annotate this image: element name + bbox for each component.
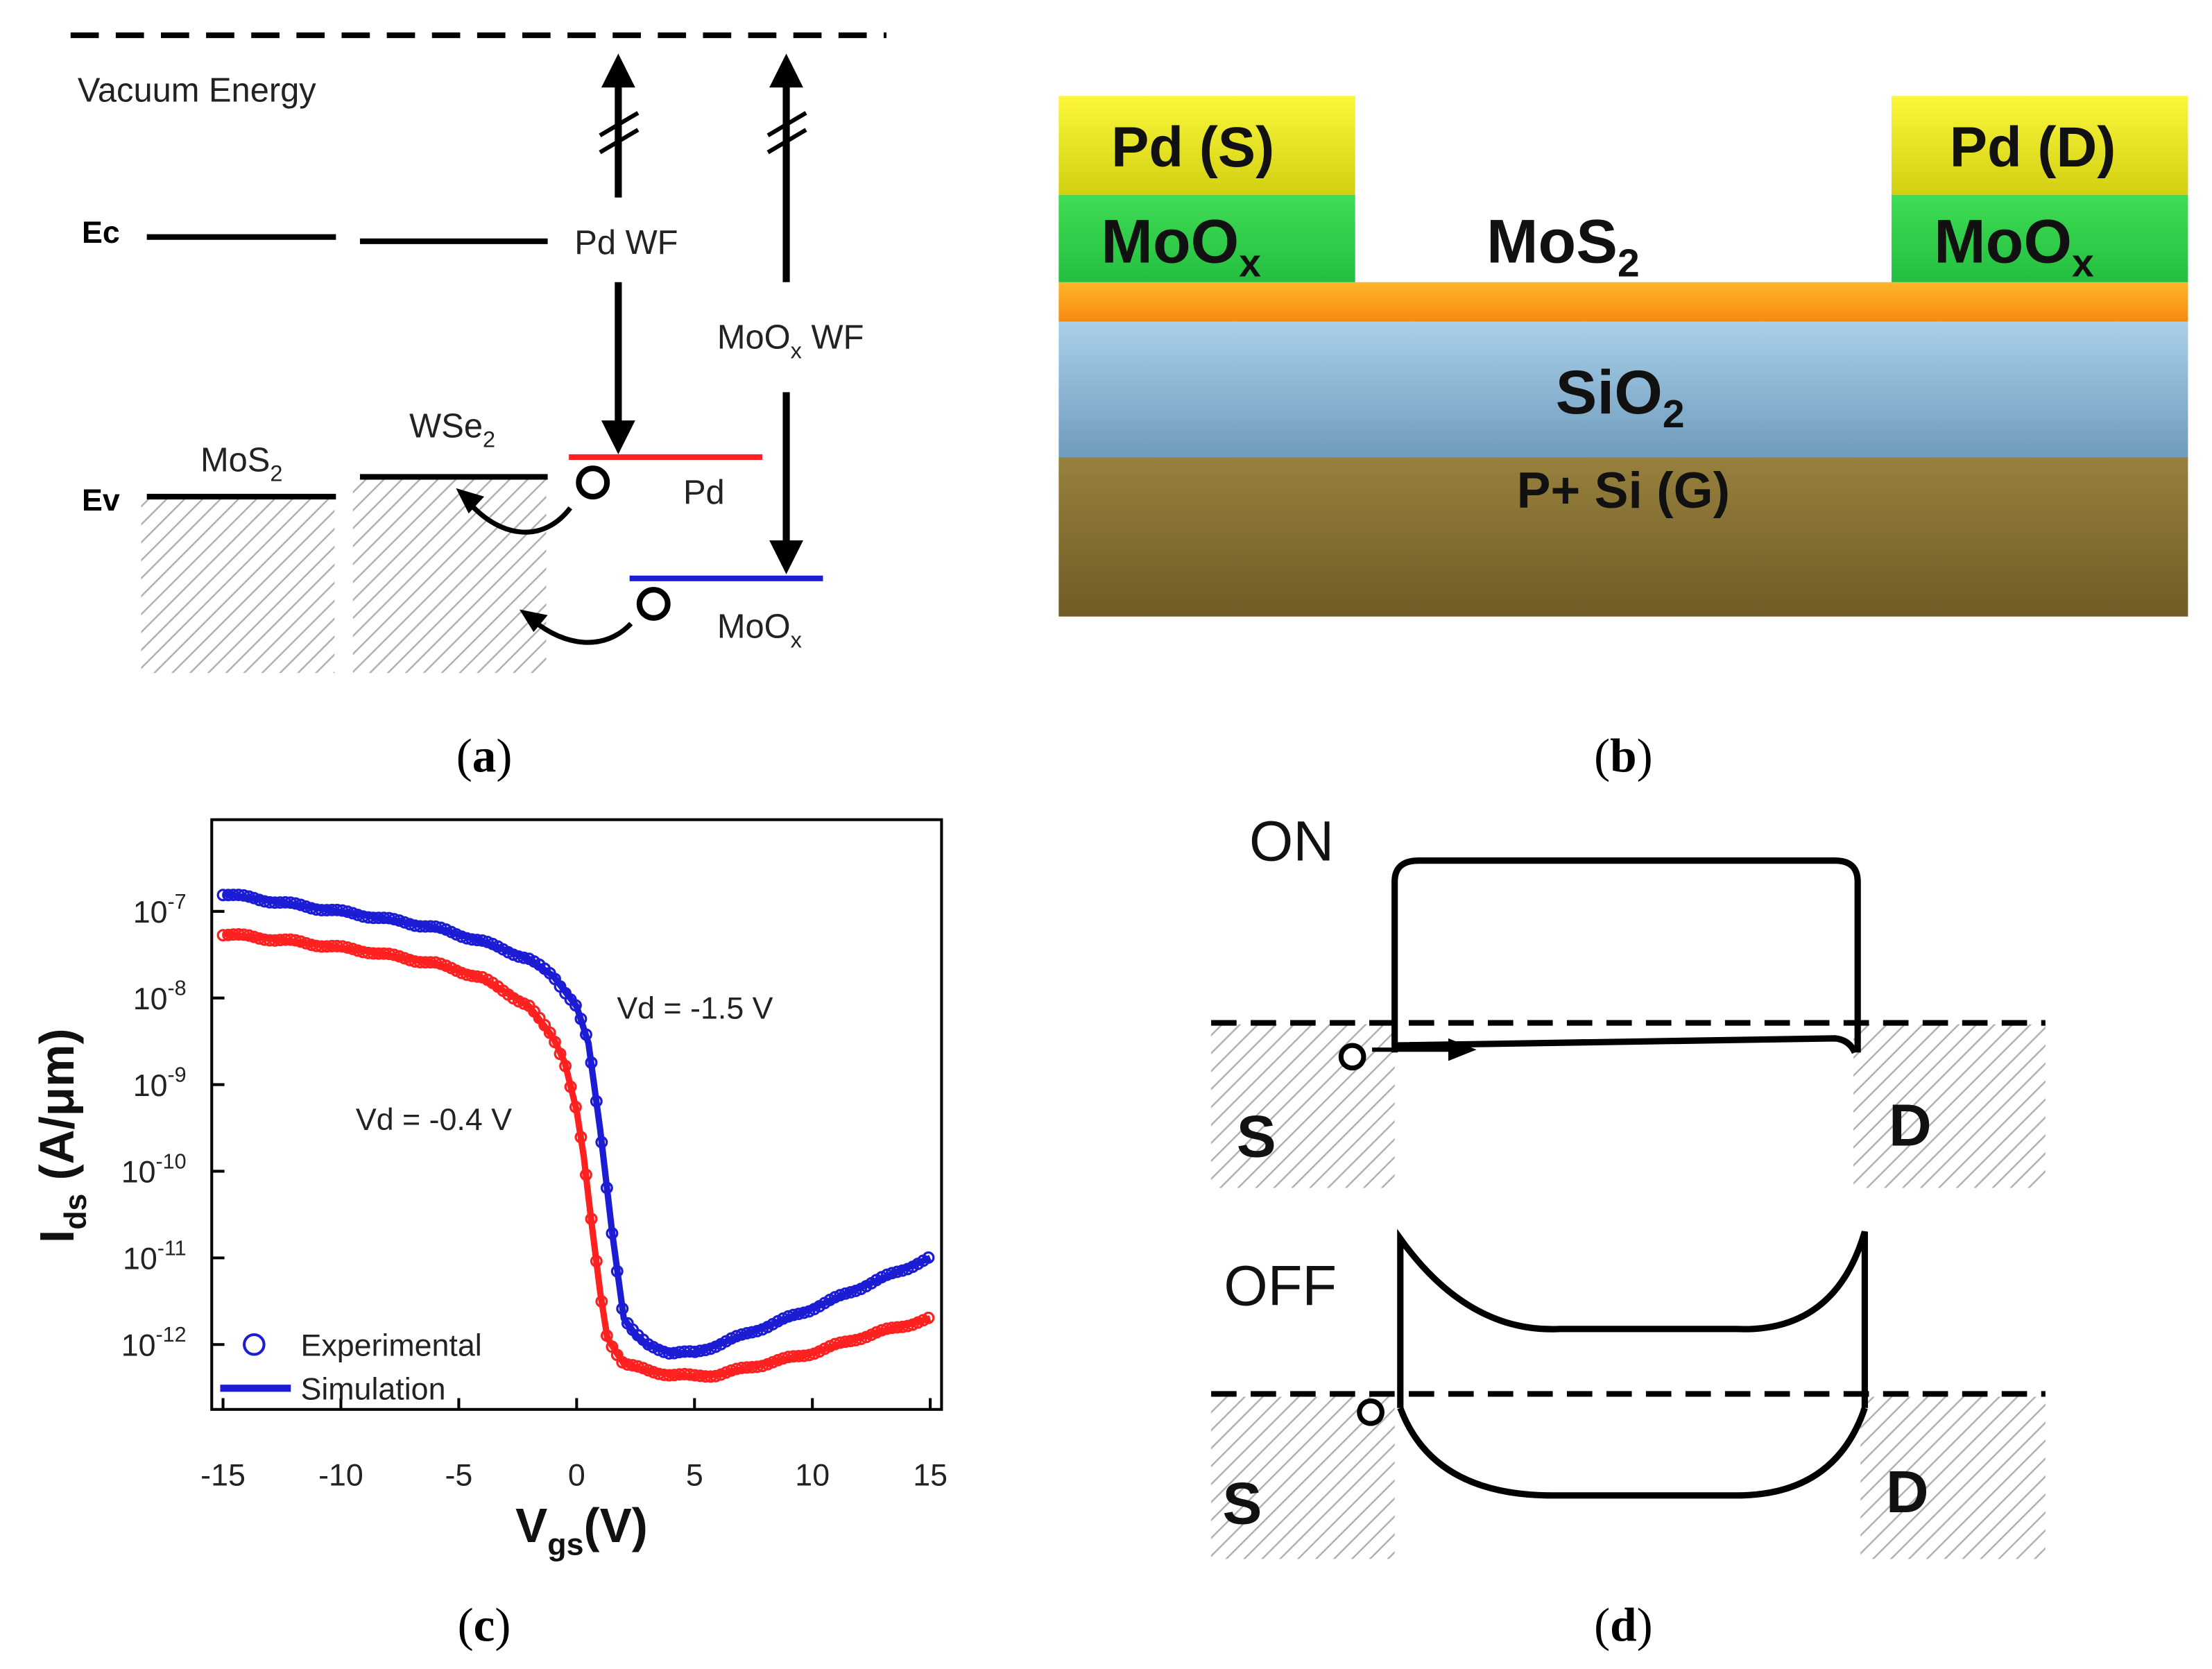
caption-b: (b) [1594, 729, 1653, 782]
y-tick-label: 10-9 [133, 1063, 187, 1103]
plot-series [216, 889, 935, 1383]
pd-source-label: Pd (S) [1111, 116, 1274, 179]
x-tick-label: 0 [568, 1458, 585, 1493]
x-tick-labels: -15 -10 -5 0 5 10 15 [200, 1458, 948, 1493]
on-drain-label: D [1889, 1093, 1932, 1158]
pd-wf-arrowhead-down [601, 420, 635, 454]
legend-experimental-label: Experimental [300, 1328, 481, 1363]
injection-arrow-pd [466, 500, 573, 535]
axis-ticks [212, 909, 932, 1410]
y-tick-label: 10-12 [121, 1323, 187, 1362]
moox-wf-arrowhead-down [769, 540, 803, 574]
y-tick-label: 10-10 [121, 1149, 187, 1189]
moox-source-label: MoOx [1101, 206, 1261, 285]
on-hole-icon [1338, 1043, 1366, 1071]
on-state-label: ON [1249, 810, 1334, 873]
legend-simulation-label: Simulation [300, 1372, 445, 1407]
injection-arrowhead-moox [519, 609, 548, 633]
moox-drain-layer [1892, 194, 2188, 282]
moox-wf-break-mark [766, 111, 807, 155]
on-hole-transport-arrowhead [1448, 1038, 1477, 1061]
off-conduction-band [1397, 1229, 1868, 1408]
off-source-label: S [1222, 1471, 1262, 1537]
y-tick-label: 10-8 [133, 977, 187, 1016]
y-tick-label: 10-11 [123, 1236, 187, 1276]
moox-wf-arrowhead-up [769, 53, 803, 88]
mos2-channel-label: MoS2 [1486, 206, 1640, 285]
caption-a: (a) [456, 729, 513, 782]
hole-icon-moox [636, 587, 671, 621]
simulation-line [222, 890, 932, 1357]
injection-arrowhead-pd [456, 488, 485, 514]
sio2-label: SiO2 [1556, 357, 1685, 436]
pd-wf-break-mark [599, 111, 640, 155]
moox-source-layer [1058, 194, 1355, 282]
series-high-vd [216, 889, 935, 1360]
panel-b-device-cross-section: Pd (S) Pd (D) MoOx MoOx MoS2 SiO2 P+ Si … [1058, 96, 2188, 782]
x-tick-label: 10 [795, 1458, 830, 1493]
mos2-layer [1058, 282, 2188, 322]
off-hole-icon [1357, 1398, 1384, 1426]
ec-label: Ec [82, 215, 120, 250]
moox-level-label: MoOx [717, 608, 802, 652]
x-tick-label: -5 [445, 1458, 473, 1493]
gate-label: P+ Si (G) [1517, 462, 1730, 519]
off-drain-hatch [1860, 1396, 2046, 1559]
panel-d-on-off-schematic: ON S D OFF S D (d) [1211, 810, 2046, 1651]
off-drain-label: D [1886, 1460, 1929, 1525]
panel-a-band-diagram: Vacuum Energy Ec Ev MoS2 WSe2 Pd WF MoOx… [70, 32, 887, 782]
on-valence-band [1394, 1035, 1858, 1054]
pd-drain-label: Pd (D) [1950, 116, 2116, 179]
off-valence-band [1397, 1407, 1868, 1499]
pd-source-contact [1058, 96, 1355, 195]
si-gate-layer [1058, 456, 2188, 617]
y-tick-label: 10-7 [133, 890, 187, 930]
pd-wf-label: Pd WF [574, 224, 678, 262]
wse2-valence-hatch [352, 478, 547, 674]
y-axis-label: Ids (A/μm) [30, 1028, 93, 1243]
ev-label: Ev [82, 483, 120, 517]
legend-experimental-marker [243, 1333, 266, 1356]
moox-wf-label: MoOx WF [717, 318, 864, 363]
x-tick-label: -15 [200, 1458, 246, 1493]
hole-icon-pd [576, 465, 610, 499]
caption-c: (c) [458, 1598, 511, 1651]
sio2-layer [1058, 321, 2188, 457]
x-tick-label: 5 [686, 1458, 703, 1493]
vacuum-energy-label: Vacuum Energy [78, 71, 316, 109]
on-conduction-band [1391, 857, 1861, 1053]
pd-level-label: Pd [683, 474, 725, 511]
x-axis-label: Vgs(V) [515, 1498, 648, 1561]
x-tick-label: 15 [913, 1458, 948, 1493]
caption-d: (d) [1594, 1598, 1653, 1651]
off-state-label: OFF [1224, 1254, 1337, 1317]
annotation-vd-high: Vd = -1.5 V [617, 991, 773, 1025]
series-low-vd [216, 928, 935, 1383]
annotation-vd-low: Vd = -0.4 V [356, 1102, 512, 1137]
simulation-line [223, 930, 932, 1380]
mos2-valence-hatch [141, 496, 335, 674]
on-drain-hatch [1853, 1024, 2046, 1188]
pd-wf-arrowhead-up [601, 53, 635, 88]
wse2-label: WSe2 [409, 407, 495, 452]
y-tick-labels: 10-7 10-8 10-9 10-10 10-11 10-12 [121, 890, 187, 1363]
injection-arrow-moox [532, 619, 633, 645]
pd-drain-contact [1892, 96, 2188, 195]
mos2-label: MoS2 [200, 441, 283, 486]
x-tick-label: -10 [318, 1458, 363, 1493]
moox-drain-label: MoOx [1934, 206, 2094, 285]
on-source-label: S [1237, 1104, 1276, 1170]
